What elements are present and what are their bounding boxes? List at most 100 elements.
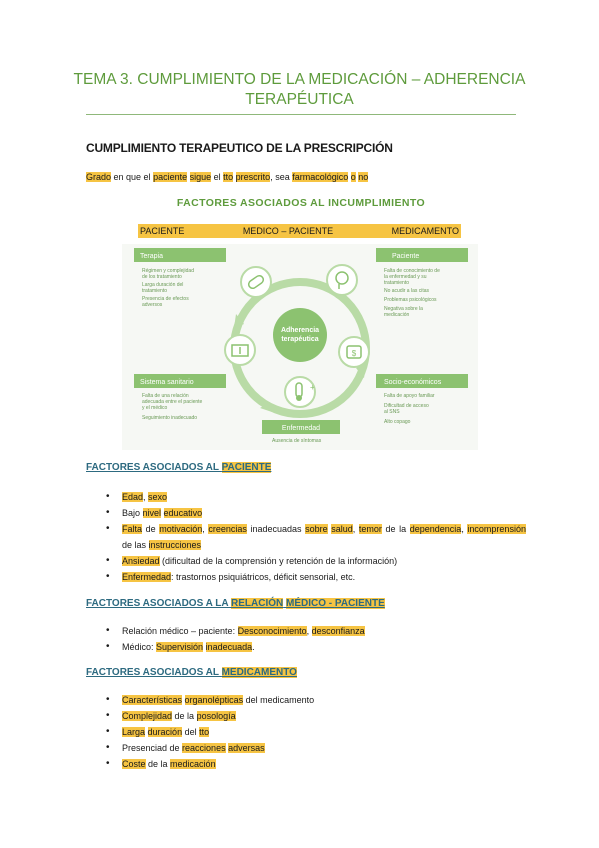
definition-word: farmacológico — [292, 172, 349, 182]
heading-highlight: PACIENTE — [221, 462, 272, 473]
factor-text: (dificultad de la comprensión y retenció… — [159, 556, 398, 566]
box-terapia-item: tratamiento — [142, 288, 167, 294]
svg-text:$: $ — [352, 349, 357, 358]
highlighted-word: Supervisión — [156, 642, 204, 652]
factor-item: Larga duración del tto — [106, 724, 526, 740]
heading-prefix: FACTORES ASOCIADOS A LA — [86, 598, 232, 609]
highlighted-word: adversas — [228, 743, 265, 753]
box-paciente-title: Paciente — [392, 253, 419, 260]
highlighted-word: creencias — [208, 524, 247, 534]
factor-item: Características organolépticas del medic… — [106, 692, 526, 708]
box-sistema-item: adecuada entre el paciente — [142, 399, 203, 405]
factor-item: Médico: Supervisión inadecuada. — [106, 639, 526, 655]
box-socio-item: Alto copago — [384, 419, 411, 425]
box-socio-header — [376, 374, 468, 388]
pill-icon — [240, 266, 272, 298]
heading-prefix: FACTORES ASOCIADOS AL — [86, 667, 222, 678]
factor-text: , — [461, 524, 468, 534]
factor-text: de — [142, 524, 160, 534]
definition-text: Grado en que el paciente sigue el tto pr… — [86, 172, 369, 182]
highlighted-word: medicación — [170, 759, 216, 769]
factor-item: Ansiedad (dificultad de la comprensión y… — [106, 553, 526, 569]
box-sistema-item: y el médico — [142, 405, 168, 411]
category-medicamento: MEDICAMENTO — [391, 226, 459, 236]
highlighted-word: salud — [331, 524, 353, 534]
factor-text: : trastornos psiquiátricos, déficit sens… — [171, 572, 356, 582]
box-paciente-item: No acudir a las citas — [384, 288, 430, 294]
factor-text: de la — [145, 759, 171, 769]
highlighted-word: duración — [147, 727, 183, 737]
head-icon — [326, 264, 358, 296]
highlighted-word: Complejidad — [122, 711, 173, 721]
definition-text-part: en que el — [111, 172, 154, 182]
heading-highlight: RELACIÓN — [231, 598, 284, 609]
box-socio-item: Falta de apoyo familiar — [384, 393, 435, 399]
box-terapia-item: adversos — [142, 302, 163, 308]
highlighted-word: Características — [122, 695, 183, 705]
adherence-diagram: Adherencia terapéutica $ + Terapia Régim… — [122, 244, 478, 450]
highlighted-word: dependencia — [409, 524, 462, 534]
factor-item: Complejidad de la posología — [106, 708, 526, 724]
box-paciente-item: la enfermedad y su — [384, 274, 427, 280]
box-enfermedad-item: Ausencia de síntomas — [272, 438, 322, 444]
definition-word: Grado — [86, 172, 112, 182]
category-paciente: PACIENTE — [140, 226, 185, 236]
highlighted-word: instrucciones — [148, 540, 202, 550]
paciente-factor-list: Edad, sexoBajo nivel educativoFalta de m… — [106, 489, 526, 585]
diagram-center — [273, 308, 327, 362]
center-label-1: Adherencia — [281, 327, 319, 334]
highlighted-word: educativo — [163, 508, 203, 518]
money-bag-icon: $ — [338, 336, 370, 368]
box-terapia-title: Terapia — [140, 253, 163, 260]
definition-word: no — [358, 172, 369, 182]
box-terapia-header — [134, 248, 226, 262]
box-paciente-item: Falta de conocimiento de — [384, 268, 440, 274]
box-sistema-title: Sistema sanitario — [140, 379, 194, 386]
box-sistema-item: Seguimiento inadecuado — [142, 415, 197, 421]
heading-highlight: PACIENTE — [334, 598, 385, 609]
highlighted-word: Ansiedad — [122, 556, 160, 566]
factor-text: , — [202, 524, 209, 534]
heading-highlight: MEDICAMENTO — [221, 667, 297, 678]
box-paciente-item: medicación — [384, 312, 410, 318]
ring-arrow — [356, 364, 366, 378]
highlighted-word: Coste — [122, 759, 146, 769]
highlighted-word: posología — [196, 711, 236, 721]
box-socio-item: al SNS — [384, 409, 400, 415]
box-enfermedad-title: Enfermedad — [282, 425, 320, 432]
section-heading: CUMPLIMIENTO TERAPEUTICO DE LA PRESCRIPC… — [86, 141, 393, 155]
box-sistema-item: Falta de una relación — [142, 393, 189, 399]
factor-text: , — [352, 524, 359, 534]
definition-text-part: el — [211, 172, 224, 182]
box-socio-item: Dificultad de acceso — [384, 403, 429, 409]
factor-item: Relación médico – paciente: Desconocimie… — [106, 623, 526, 639]
highlighted-word: sexo — [148, 492, 168, 502]
relacion-factor-list: Relación médico – paciente: Desconocimie… — [106, 623, 526, 655]
factor-item: Bajo nivel educativo — [106, 505, 526, 521]
highlighted-word: Larga — [122, 727, 146, 737]
factor-text: Relación médico – paciente: — [122, 626, 238, 636]
heading-prefix: FACTORES ASOCIADOS AL — [86, 462, 222, 473]
factor-item: Falta de motivación, creencias inadecuad… — [106, 521, 526, 553]
svg-text:+: + — [310, 383, 315, 392]
factor-text: de las — [122, 540, 149, 550]
factor-text: Presenciad de — [122, 743, 183, 753]
factor-text: Médico: — [122, 642, 157, 652]
box-terapia-item: de los tratamiento — [142, 274, 182, 280]
category-medico-paciente: MEDICO – PACIENTE — [242, 226, 334, 236]
medicamento-factor-list: Características organolépticas del medic… — [106, 692, 526, 772]
paciente-heading: FACTORES ASOCIADOS AL PACIENTE — [86, 462, 272, 473]
highlighted-word: Enfermedad — [122, 572, 172, 582]
box-socio-title: Socio-económicos — [384, 379, 442, 386]
box-sistema-header — [134, 374, 226, 388]
definition-word: paciente — [153, 172, 188, 182]
heading-highlight: MÉDICO - — [286, 598, 335, 609]
ring-arrow — [234, 314, 244, 328]
highlighted-word: Desconocimiento — [237, 626, 307, 636]
box-enfermedad-header — [262, 420, 340, 434]
highlighted-word: nivel — [142, 508, 162, 518]
thermometer-icon: + — [284, 376, 316, 408]
highlighted-word: reacciones — [182, 743, 226, 753]
factor-item: Presenciad de reacciones adversas — [106, 740, 526, 756]
ring-arrow — [260, 402, 272, 412]
